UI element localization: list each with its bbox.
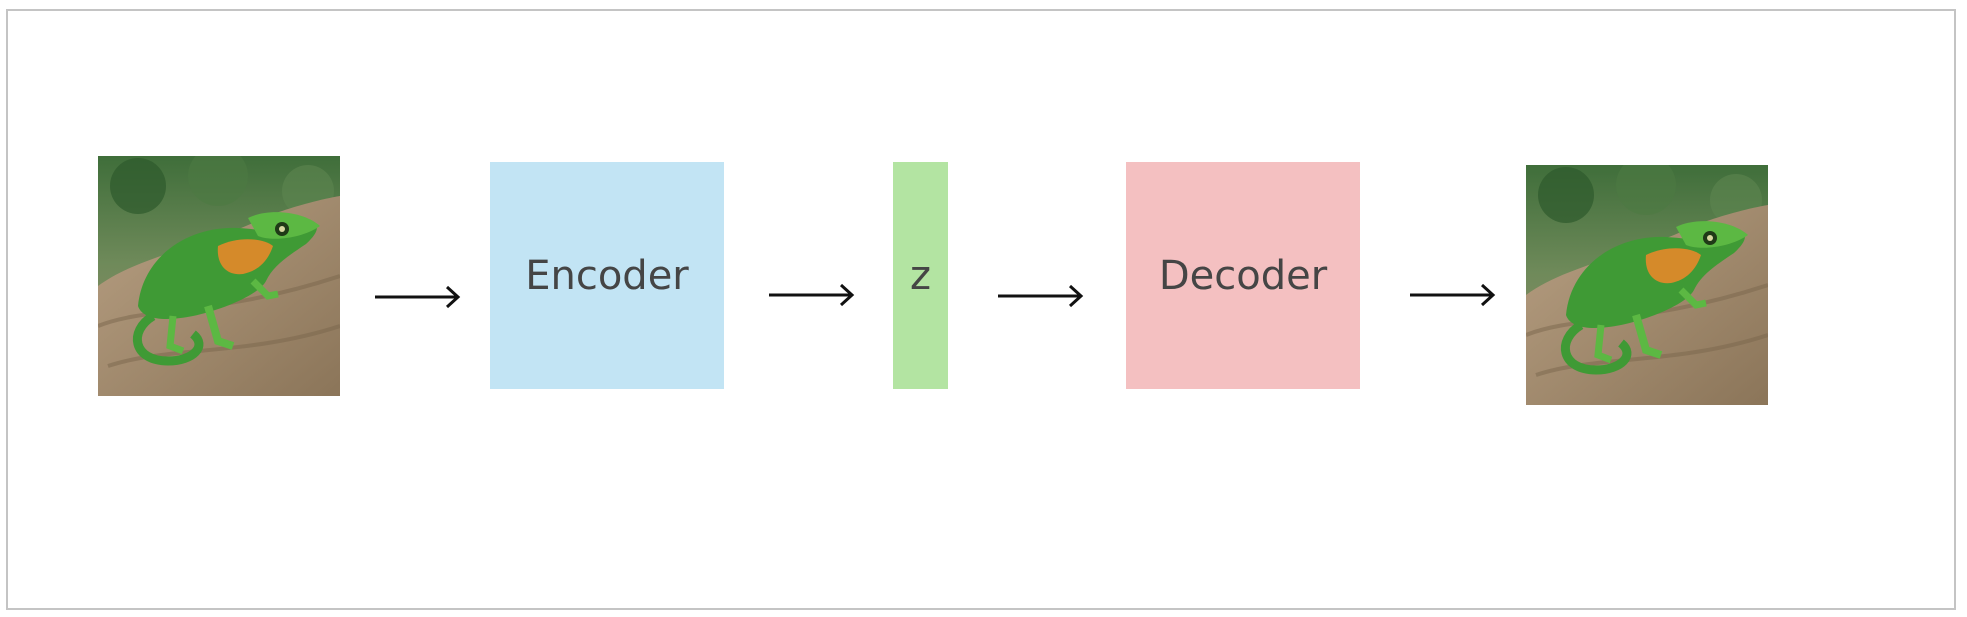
latent-label: z [910,252,931,299]
input-image-thumbnail [98,156,340,396]
encoder-label: Encoder [525,252,689,299]
decoder-block: Decoder [1126,162,1360,389]
arrow-right-icon [375,285,461,309]
chameleon-image-icon [1526,165,1768,405]
arrow-right-icon [769,283,855,307]
decoder-label: Decoder [1158,252,1328,299]
arrow-decoder-to-output [1408,280,1496,310]
chameleon-image-icon [98,156,340,396]
encoder-block: Encoder [490,162,724,389]
output-image-thumbnail [1526,165,1768,405]
arrow-input-to-encoder [373,282,461,312]
arrow-encoder-to-latent [767,280,855,310]
arrow-right-icon [998,284,1084,308]
arrow-right-icon [1410,283,1496,307]
latent-vector-block: z [893,162,948,389]
arrow-latent-to-decoder [996,281,1084,311]
